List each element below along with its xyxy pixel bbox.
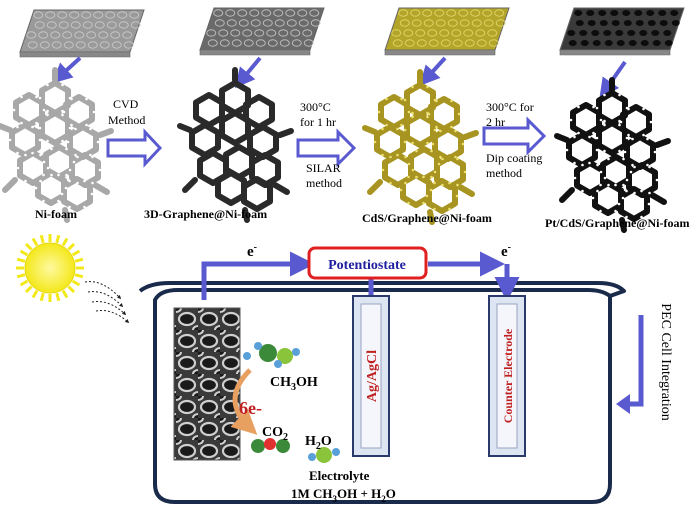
step-3-line-3: Dip coating [486, 151, 542, 165]
electrolyte-composition: 1M CH3OH + H2O [291, 486, 396, 504]
side-label: PEC Cell Integration [658, 303, 673, 420]
potentiostat-box [307, 246, 428, 280]
sem-tile-ni-foam [19, 9, 145, 58]
circuit-wires [201, 251, 520, 302]
beaker [138, 281, 626, 504]
integration-arrow-icon [616, 315, 644, 414]
foam-pt [554, 77, 671, 233]
electron-label-2: e- [501, 242, 511, 260]
methanol-label: CH3OH [270, 375, 318, 393]
foam-cds [362, 69, 479, 225]
reference-electrode-label: Ag/AgCl [365, 350, 380, 402]
foam-ni [0, 67, 114, 223]
electron-transfer-label: 6e- [239, 398, 262, 418]
step-1-line-1: CVD [113, 97, 139, 111]
sem-tile-pt [559, 7, 685, 56]
electrolyte-title: Electrolyte [309, 468, 370, 483]
sun-icon [16, 234, 84, 302]
process-arrow-2 [296, 128, 357, 168]
tile-arrow-3 [419, 56, 447, 86]
step-2-line-5: method [306, 176, 342, 190]
counter-electrode-label: Counter Electrode [501, 328, 515, 423]
stage-label-cds: CdS/Graphene@Ni-foam [362, 211, 492, 225]
tile-arrows [52, 56, 627, 99]
step-2-line-2: for 1 hr [300, 115, 336, 129]
methanol-molecule [243, 342, 300, 368]
counter-electrode [488, 295, 526, 457]
step-3-line-2: 2 hr [486, 115, 505, 129]
photoanode-image [173, 307, 241, 461]
foam-graphene [177, 67, 294, 223]
step-1-line-2: Method [108, 113, 145, 127]
tile-arrow-4 [599, 60, 627, 99]
step-3-line-4: method [486, 166, 522, 180]
stage-label-graphene: 3D-Graphene@Ni-foam [144, 207, 267, 221]
reaction-arrow [230, 368, 258, 435]
potentiostat-label: Potentiostate [328, 258, 406, 273]
water-label: H2O [305, 434, 332, 452]
sem-tile-graphene [199, 7, 325, 56]
step-2-line-4: SILAR [306, 161, 341, 175]
co2-molecule [251, 438, 290, 453]
light-rays-icon [84, 281, 130, 324]
step-3-line-1: 300°C for [486, 100, 534, 114]
stage-label-ni-foam: Ni-foam [35, 207, 77, 221]
stage-label-pt: Pt/CdS/Graphene@Ni-foam [545, 216, 690, 230]
tile-arrow-1 [52, 56, 82, 84]
reference-electrode [352, 295, 390, 457]
electron-label-1: e- [247, 242, 257, 260]
step-2-line-1: 300°C [300, 100, 331, 114]
co2-label: CO2 [262, 425, 288, 443]
sem-tiles [19, 7, 685, 58]
tile-arrow-2 [234, 56, 262, 89]
process-arrow-3 [482, 116, 547, 156]
foam-structures [0, 67, 671, 233]
water-molecule [308, 447, 340, 463]
process-arrow-1 [106, 128, 163, 168]
sem-tile-cds [384, 7, 510, 56]
